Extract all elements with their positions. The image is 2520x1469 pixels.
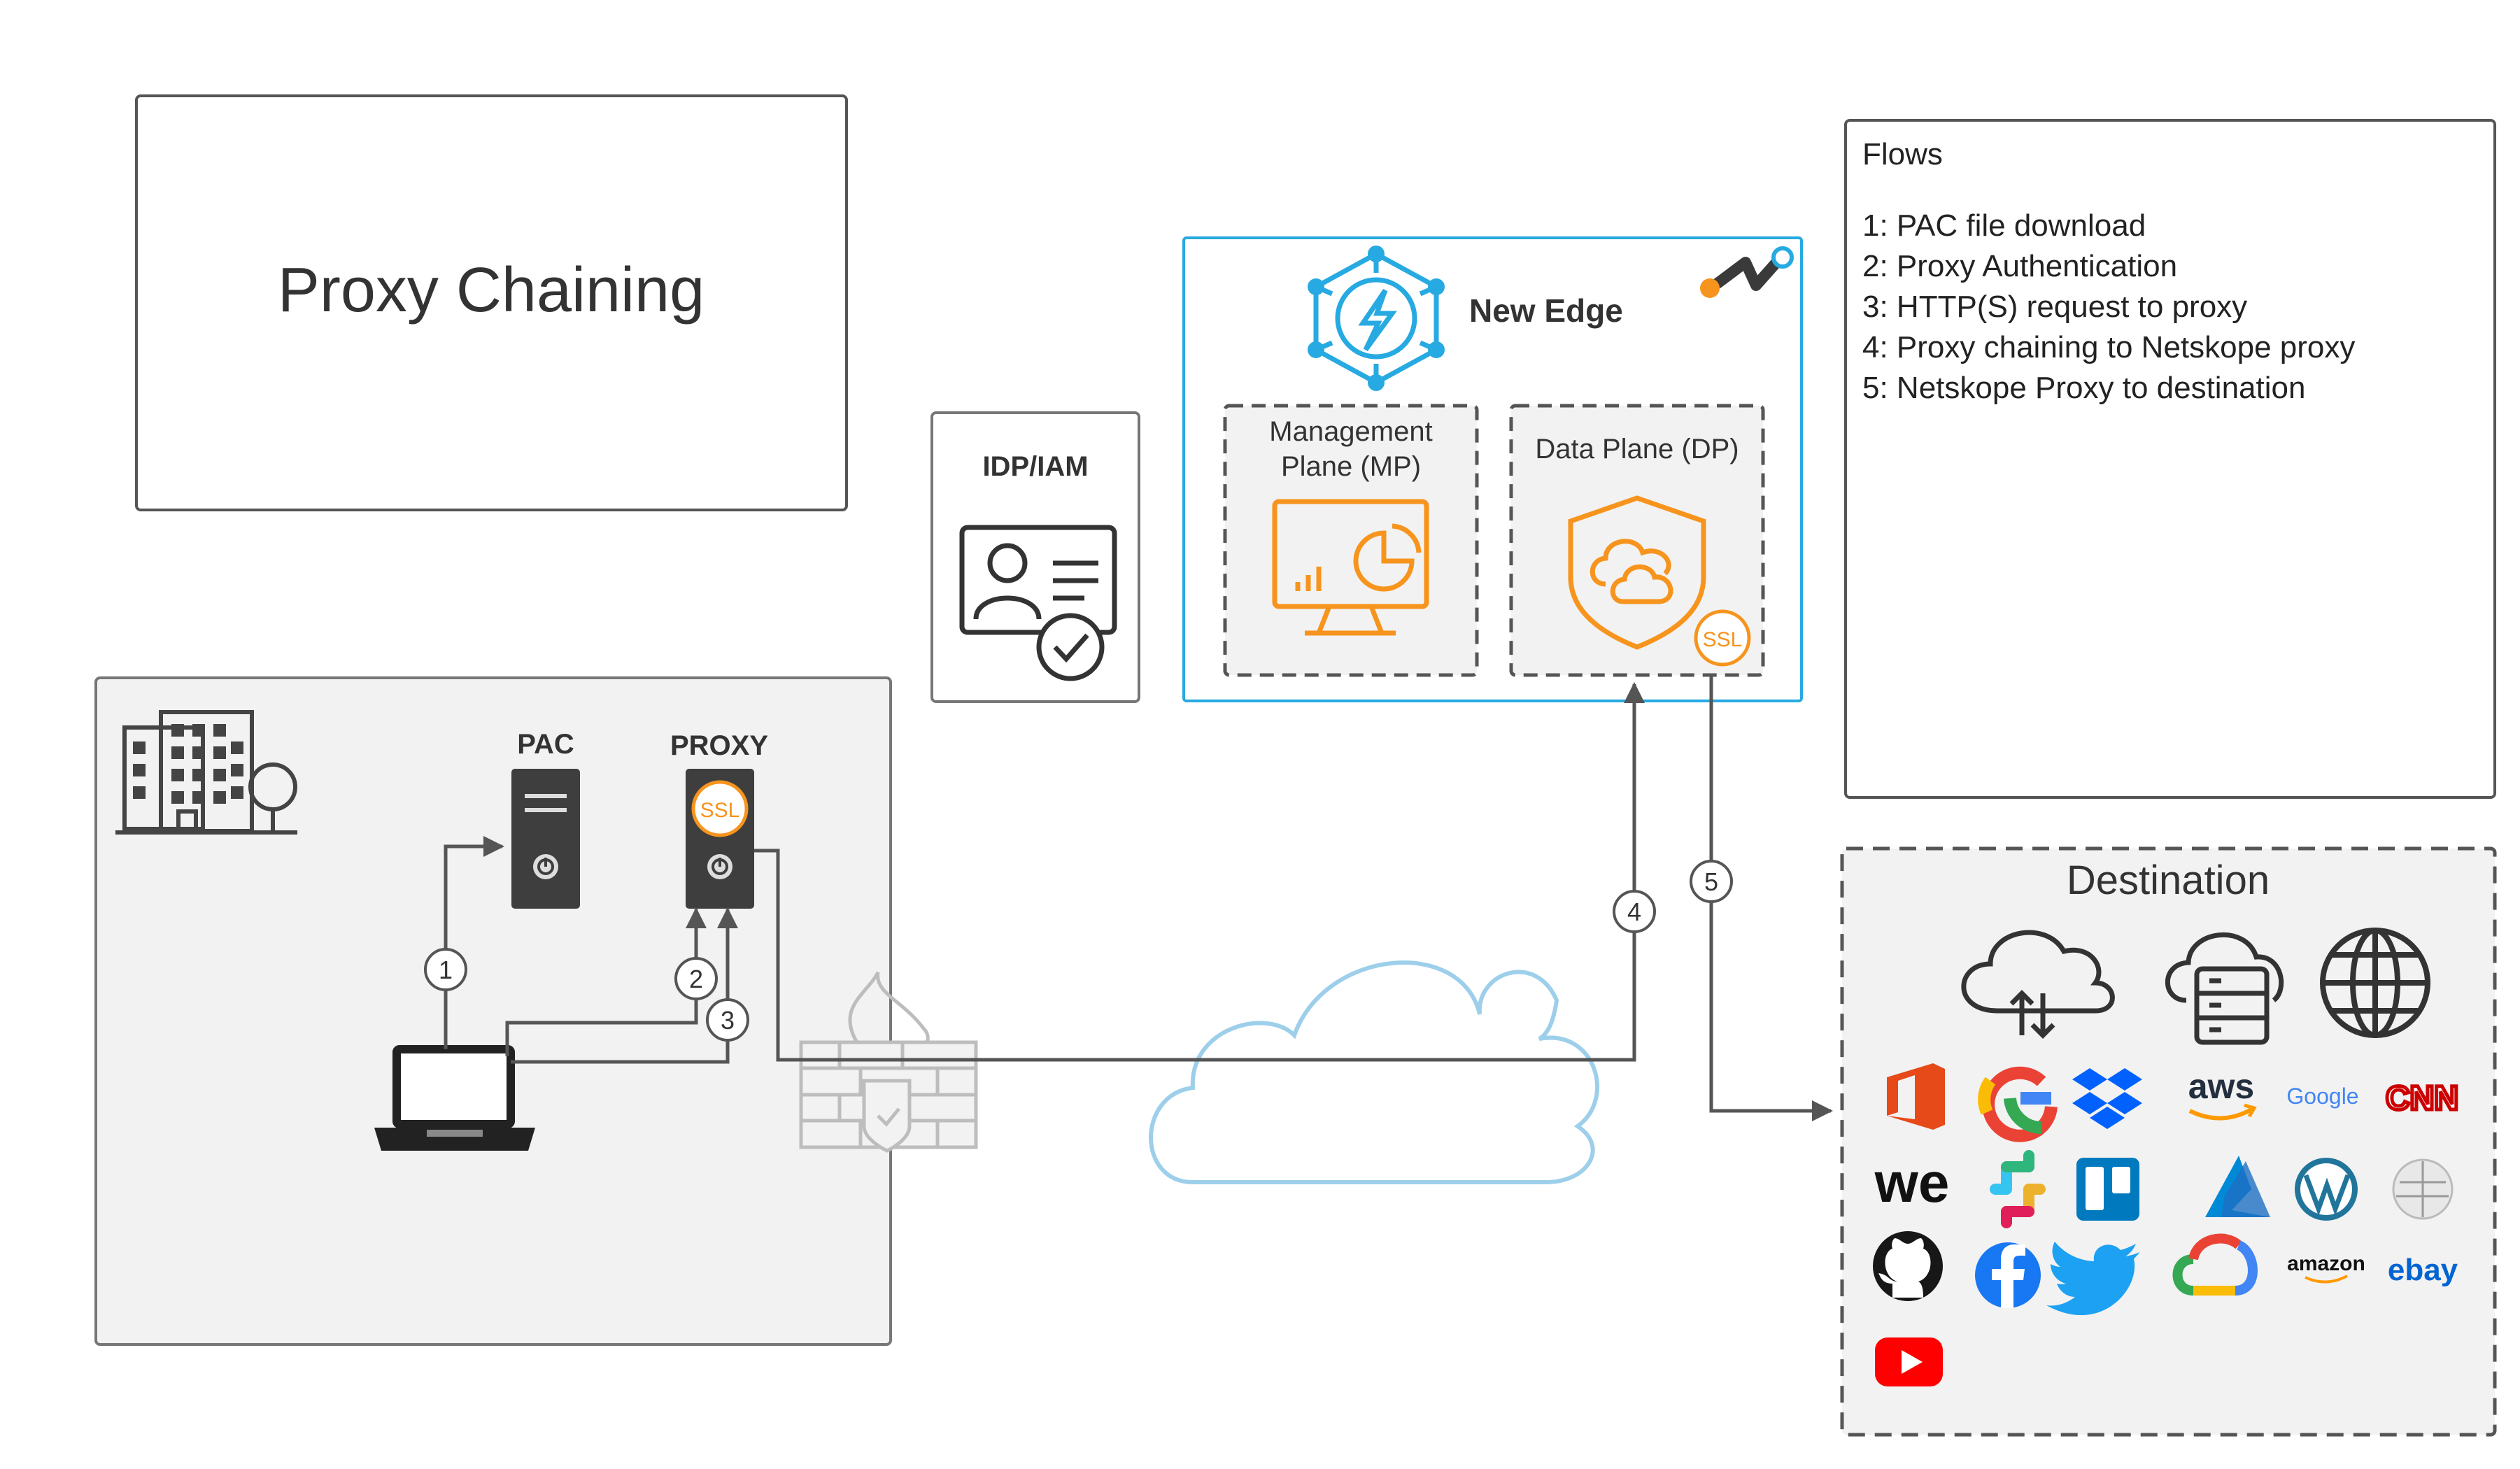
netskope-logo	[1700, 246, 1794, 298]
proxy-label: PROXY	[670, 730, 768, 761]
lightning-hex-icon	[1308, 246, 1445, 391]
trello-icon	[2076, 1158, 2139, 1221]
google-cloud-icon	[2172, 1233, 2258, 1296]
flow-item-1: 1: PAC file download	[1862, 208, 2146, 243]
flow-marker-5: 5	[1690, 860, 1733, 903]
flows-box: Flows 1: PAC file download 2: Proxy Auth…	[1844, 119, 2496, 799]
svg-text:amazon: amazon	[2287, 1252, 2365, 1275]
ssl-badge-icon: SSL	[1694, 609, 1751, 667]
data-plane-label: Data Plane (DP)	[1535, 434, 1739, 464]
svg-text:we: we	[1874, 1151, 1950, 1214]
id-card-icon	[959, 525, 1117, 681]
idp-label: IDP/IAM	[982, 451, 1088, 482]
flow-marker-4: 4	[1613, 890, 1656, 933]
google-g-icon	[1978, 1066, 2058, 1142]
internet-cloud	[1149, 960, 1599, 1184]
azure-icon	[2205, 1156, 2270, 1217]
ebay-logo: ebay	[2388, 1253, 2458, 1287]
new-edge-panel: New Edge Management Plane (MP) Data P	[1182, 236, 1803, 702]
management-plane-box: Management Plane (MP)	[1223, 404, 1479, 677]
flow-item-5: 5: Netskope Proxy to destination	[1862, 371, 2305, 405]
aws-logo: aws	[2188, 1067, 2257, 1121]
svg-text:SSL: SSL	[1703, 628, 1743, 651]
destination-heading: Destination	[2067, 858, 2270, 903]
wetransfer-logo: we	[1874, 1151, 1950, 1214]
proxy-server: PROXY SSL	[670, 730, 768, 909]
cloud-sync-icon	[1961, 930, 2115, 1039]
flow-markers: 1 2 3 4 5	[424, 860, 1733, 1042]
new-edge-label: New Edge	[1469, 292, 1623, 329]
monitor-chart-icon	[1272, 499, 1429, 636]
cnn-logo: CNN	[2384, 1079, 2461, 1119]
building-icon	[115, 710, 297, 835]
destination-panel: Destination	[1840, 846, 2497, 1437]
svg-text:CNN: CNN	[2386, 1080, 2458, 1117]
wikipedia-icon	[2392, 1158, 2454, 1220]
idp-box: IDP/IAM	[930, 411, 1140, 703]
svg-text:Google: Google	[2286, 1084, 2358, 1109]
dropbox-icon	[2072, 1068, 2142, 1129]
cloud-storage-icon	[2165, 932, 2284, 1045]
facebook-icon	[1975, 1242, 2041, 1308]
data-plane-box: Data Plane (DP) SSL	[1509, 404, 1765, 677]
office365-icon	[1887, 1063, 1945, 1130]
wordpress-icon	[2295, 1158, 2358, 1221]
page-title: Proxy Chaining	[278, 255, 705, 325]
flow-marker-3: 3	[706, 998, 749, 1042]
svg-text:4: 4	[1627, 897, 1641, 926]
svg-text:1: 1	[439, 956, 453, 984]
laptop-icon	[374, 1045, 535, 1151]
flows-heading: Flows	[1862, 137, 1943, 171]
flow-item-3: 3: HTTP(S) request to proxy	[1862, 290, 2247, 324]
pac-label: PAC	[517, 729, 574, 760]
flow-marker-2: 2	[674, 957, 718, 1000]
pac-server: PAC	[511, 729, 580, 909]
title-box: Proxy Chaining	[135, 94, 848, 511]
globe-icon	[2320, 928, 2430, 1038]
slack-icon	[1990, 1150, 2046, 1228]
ssl-badge-icon	[691, 780, 749, 837]
management-plane-label-line2: Plane (MP)	[1281, 451, 1421, 482]
flow-item-2: 2: Proxy Authentication	[1862, 249, 2177, 283]
google-logo: Google	[2286, 1084, 2358, 1109]
flow-marker-1: 1	[424, 948, 467, 991]
svg-text:SSL: SSL	[700, 799, 740, 822]
github-icon	[1873, 1231, 1943, 1301]
amazon-logo: amazon	[2287, 1252, 2365, 1284]
shield-cloud-icon	[1568, 495, 1706, 650]
svg-text:ebay: ebay	[2388, 1253, 2458, 1287]
youtube-icon	[1875, 1337, 1943, 1386]
svg-text:3: 3	[721, 1006, 735, 1035]
twitter-icon	[2046, 1242, 2139, 1316]
svg-text:2: 2	[689, 965, 703, 993]
svg-text:5: 5	[1704, 867, 1718, 896]
management-plane-label-line1: Management	[1269, 416, 1432, 447]
flow-item-4: 4: Proxy chaining to Netskope proxy	[1862, 330, 2355, 364]
svg-text:aws: aws	[2188, 1067, 2255, 1106]
